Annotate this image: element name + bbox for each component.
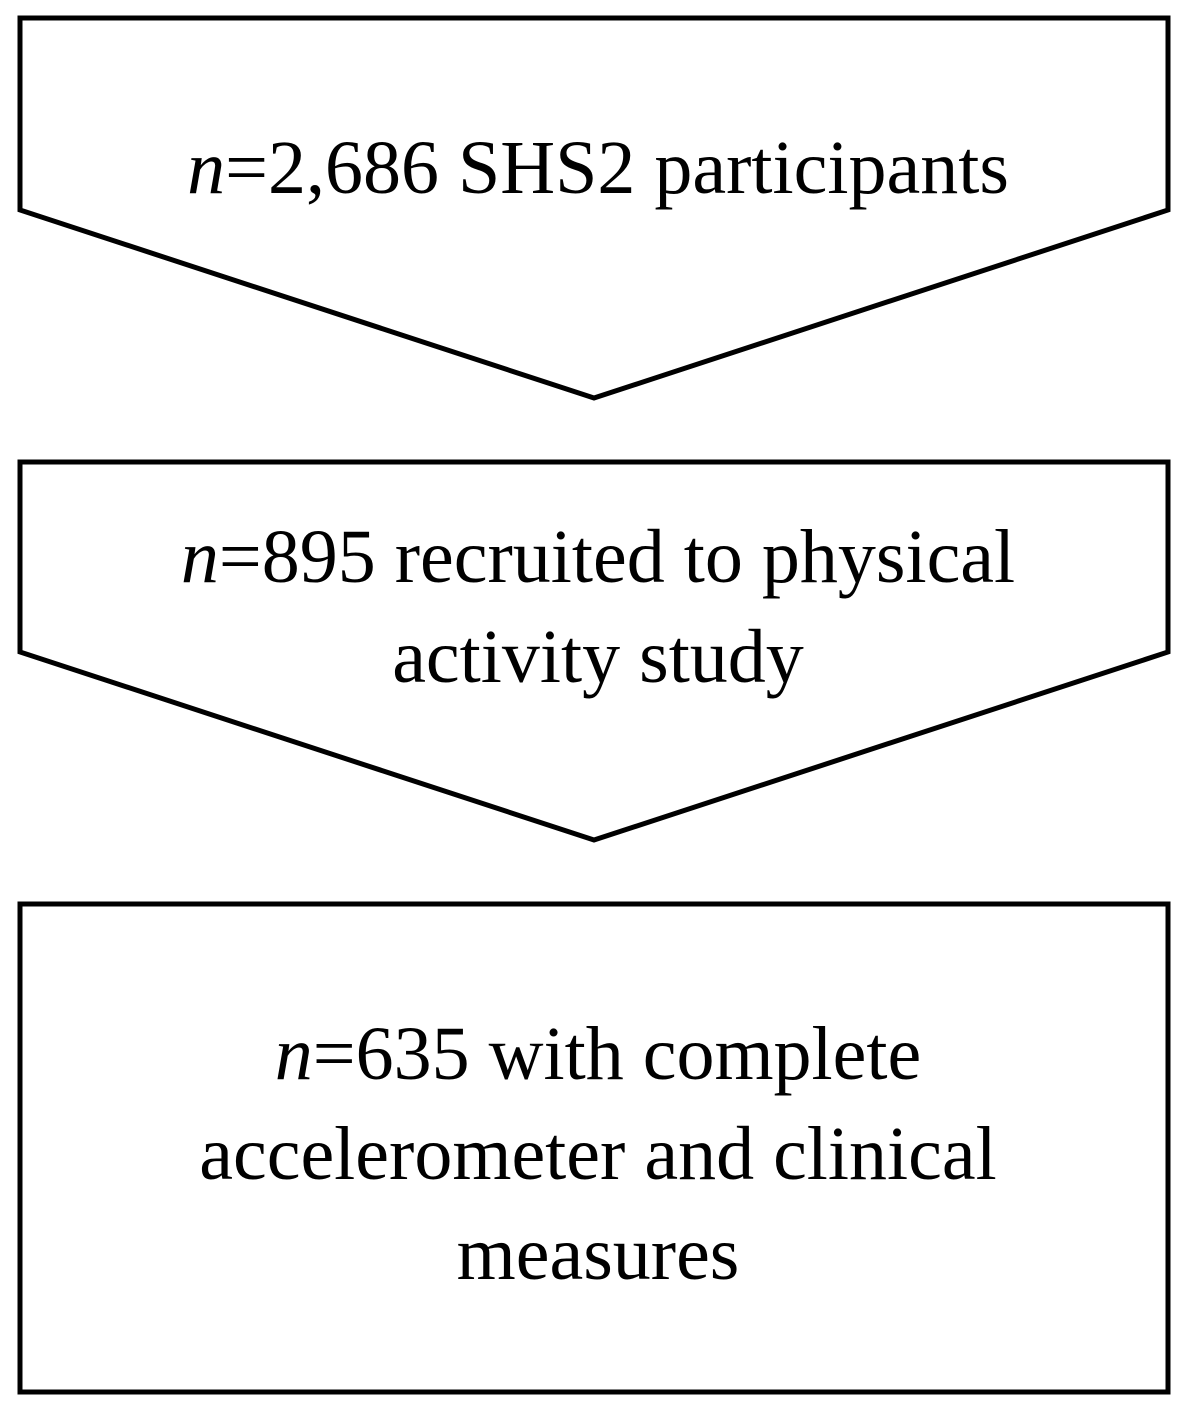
stage-3-line-1-text: with complete: [469, 1012, 922, 1096]
stage-3-line-2: accelerometer and clinical: [199, 1112, 997, 1196]
stage-2-line-2: activity study: [392, 615, 804, 699]
stage-1-n-symbol: n: [187, 126, 226, 210]
stage-2-count: =895: [218, 515, 376, 599]
stage-3-box: [17, 901, 1171, 1395]
stage-2-n-symbol: n: [180, 515, 219, 599]
stage-1-pentagon-arrow: [17, 15, 1171, 401]
stage-1-count: =2,686: [225, 126, 439, 210]
stage-2-line-1-text: recruited to physical: [375, 515, 1016, 599]
stage-3-count: =635: [312, 1012, 470, 1096]
stage-2-line-1: n=895 recruited to physical: [40, 507, 1156, 607]
stage-2-label: n=895 recruited to physical activity stu…: [40, 507, 1156, 707]
stage-1-line-1: n=2,686 SHS2 participants: [40, 118, 1156, 218]
stage-1-label: n=2,686 SHS2 participants: [40, 118, 1156, 218]
stage-3-n-symbol: n: [274, 1012, 313, 1096]
stage-2-pentagon-arrow: [17, 459, 1171, 843]
stage-3-line-1: n=635 with complete: [40, 1004, 1156, 1104]
stage-3-label: n=635 with complete accelerometer and cl…: [40, 1004, 1156, 1304]
stage-1-line-1-text: SHS2 participants: [438, 126, 1009, 210]
stage-3-line-3: measures: [456, 1212, 740, 1296]
